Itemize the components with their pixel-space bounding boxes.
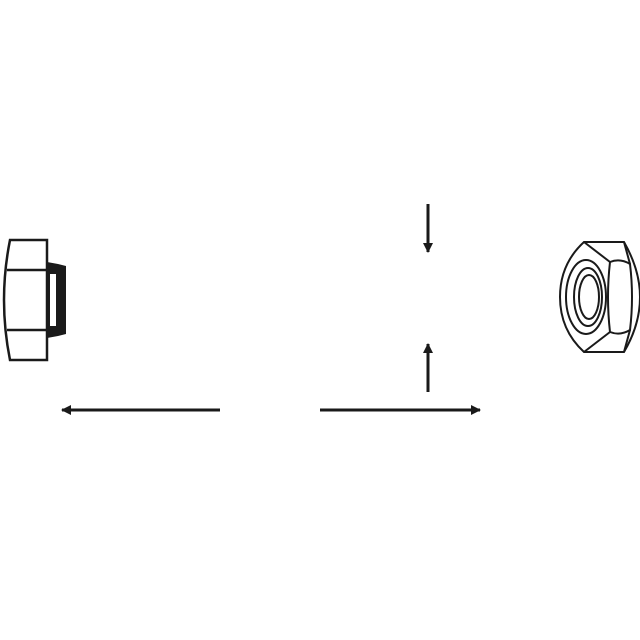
hex-nut [558, 241, 640, 353]
bolt-head [2, 238, 49, 362]
bolt-neck [47, 262, 66, 338]
neck-highlight [50, 274, 56, 326]
